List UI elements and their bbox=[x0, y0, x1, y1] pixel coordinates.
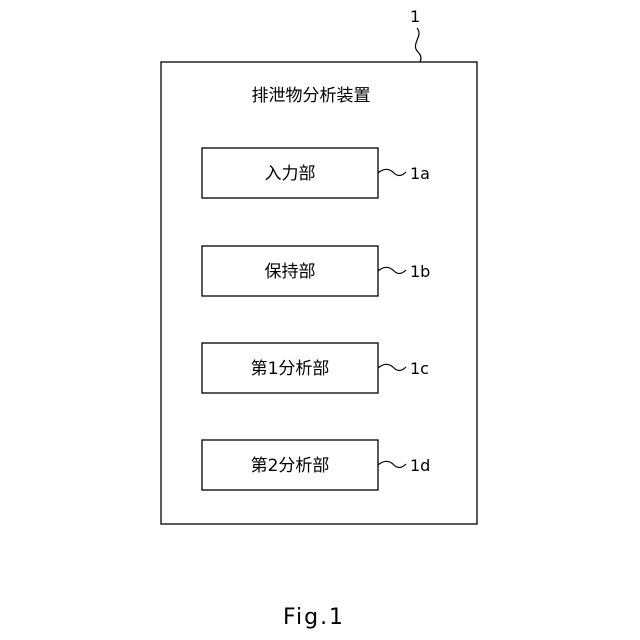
device-title: 排泄物分析装置 bbox=[252, 86, 371, 106]
unit-label-input: 入力部 bbox=[265, 164, 316, 184]
unit-label-first-analysis: 第1分析部 bbox=[251, 359, 330, 379]
device-ref-leader bbox=[415, 28, 420, 62]
unit-ref-leader-holding bbox=[378, 267, 406, 273]
unit-ref-input: 1a bbox=[410, 164, 430, 183]
unit-ref-holding: 1b bbox=[410, 262, 430, 281]
figure-caption: Fig.1 bbox=[283, 605, 345, 630]
unit-ref-first-analysis: 1c bbox=[410, 359, 429, 378]
unit-ref-leader-second-analysis bbox=[378, 461, 406, 467]
unit-label-holding: 保持部 bbox=[265, 262, 316, 282]
unit-ref-leader-first-analysis bbox=[378, 364, 406, 370]
unit-label-second-analysis: 第2分析部 bbox=[251, 456, 330, 476]
unit-ref-second-analysis: 1d bbox=[410, 456, 430, 475]
unit-ref-leader-input bbox=[378, 169, 406, 175]
device-ref-label: 1 bbox=[410, 7, 420, 26]
device-frame bbox=[161, 62, 477, 524]
